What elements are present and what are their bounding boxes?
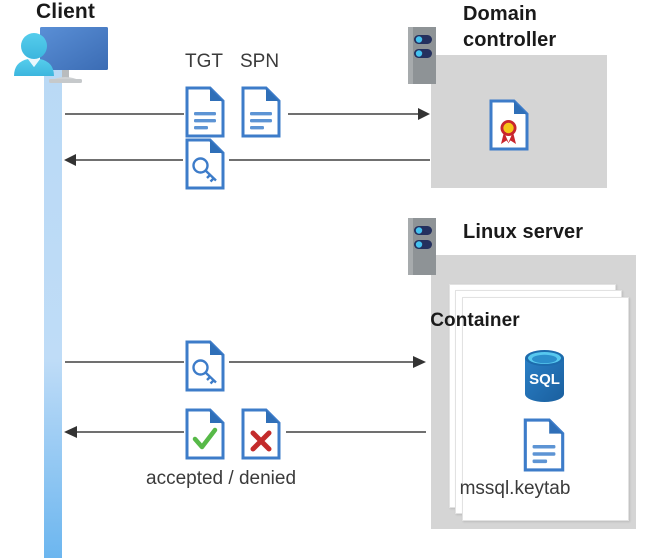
ticket-key-document-icon — [185, 138, 225, 190]
client-lifeline — [44, 60, 62, 558]
linux-server-title: Linux server — [463, 221, 584, 243]
tgt-label: TGT — [185, 51, 223, 72]
svg-text:SQL: SQL — [529, 371, 560, 388]
container-card-front — [462, 297, 629, 521]
domain-controller-server-rack-icon — [408, 27, 436, 84]
container-title-text: Container — [430, 310, 520, 331]
domain-controller-title-line1: Domain — [463, 3, 537, 25]
certificate-document-icon — [489, 99, 529, 151]
tgt-document-icon — [185, 86, 225, 138]
arrow-linux-to-client — [64, 426, 426, 438]
spn-label: SPN — [240, 51, 280, 72]
client-icon — [14, 27, 108, 83]
service-ticket-key-document-icon — [185, 340, 225, 392]
linux-server-rack-icon — [408, 218, 436, 275]
container-title: Container — [0, 310, 660, 332]
accepted-checkmark-document-icon — [185, 408, 225, 460]
denied-cross-document-icon — [241, 408, 281, 460]
domain-controller-title-line2: controller — [463, 29, 557, 51]
domain-controller-title: Domain controller — [463, 1, 623, 53]
arrow-dc-to-client — [64, 154, 430, 166]
keytab-document-icon — [523, 418, 565, 472]
arrow-client-to-dc — [65, 108, 430, 120]
keytab-filename-label: mssql.keytab — [0, 478, 660, 500]
arrow-client-to-linux — [65, 356, 426, 368]
sql-database-icon: SQL — [525, 350, 564, 402]
keytab-filename-text: mssql.keytab — [459, 478, 571, 499]
client-title: Client — [36, 0, 95, 23]
spn-document-icon — [241, 86, 281, 138]
accepted-denied-label: accepted / denied — [146, 468, 297, 489]
